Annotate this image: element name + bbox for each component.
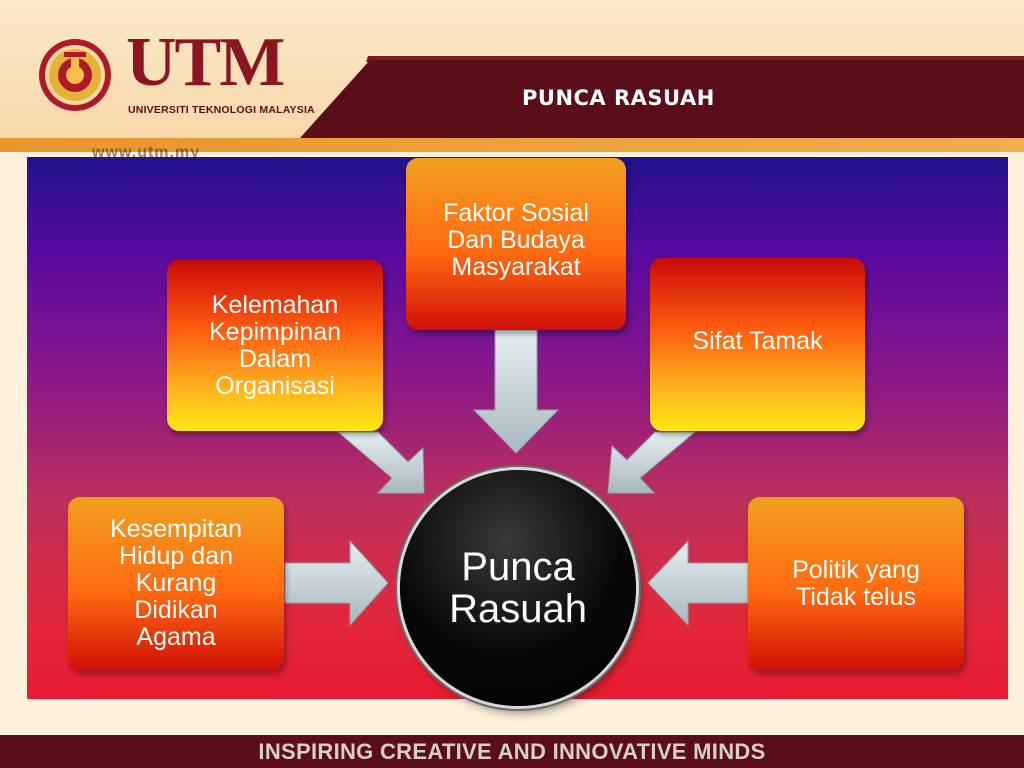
header-band [300, 60, 1024, 138]
box-sifat-tamak: Sifat Tamak [650, 258, 865, 431]
website-url: www.utm.my [92, 144, 201, 161]
center-node: Punca Rasuah [400, 470, 636, 706]
box-kelemahan-kepimpinan: Kelemahan Kepimpinan Dalam Organisasi [167, 260, 383, 431]
footer-bar: INSPIRING CREATIVE AND INNOVATIVE MINDS [0, 735, 1024, 768]
header-band-edge [366, 56, 1024, 62]
header-strip [0, 138, 1024, 152]
footer-tagline: INSPIRING CREATIVE AND INNOVATIVE MINDS [258, 738, 766, 764]
box-politik: Politik yang Tidak telus [748, 497, 964, 670]
box-faktor-sosial: Faktor Sosial Dan Budaya Masyarakat [406, 158, 626, 330]
logo-subtitle: UNIVERSITI TEKNOLOGI MALAYSIA [128, 104, 315, 116]
box-kesempitan-hidup: Kesempitan Hidup dan Kurang Didikan Agam… [68, 497, 284, 670]
logo-wordmark: UTM [126, 24, 285, 101]
slide-title: PUNCA RASUAH [522, 86, 715, 110]
utm-seal-icon [39, 39, 111, 111]
